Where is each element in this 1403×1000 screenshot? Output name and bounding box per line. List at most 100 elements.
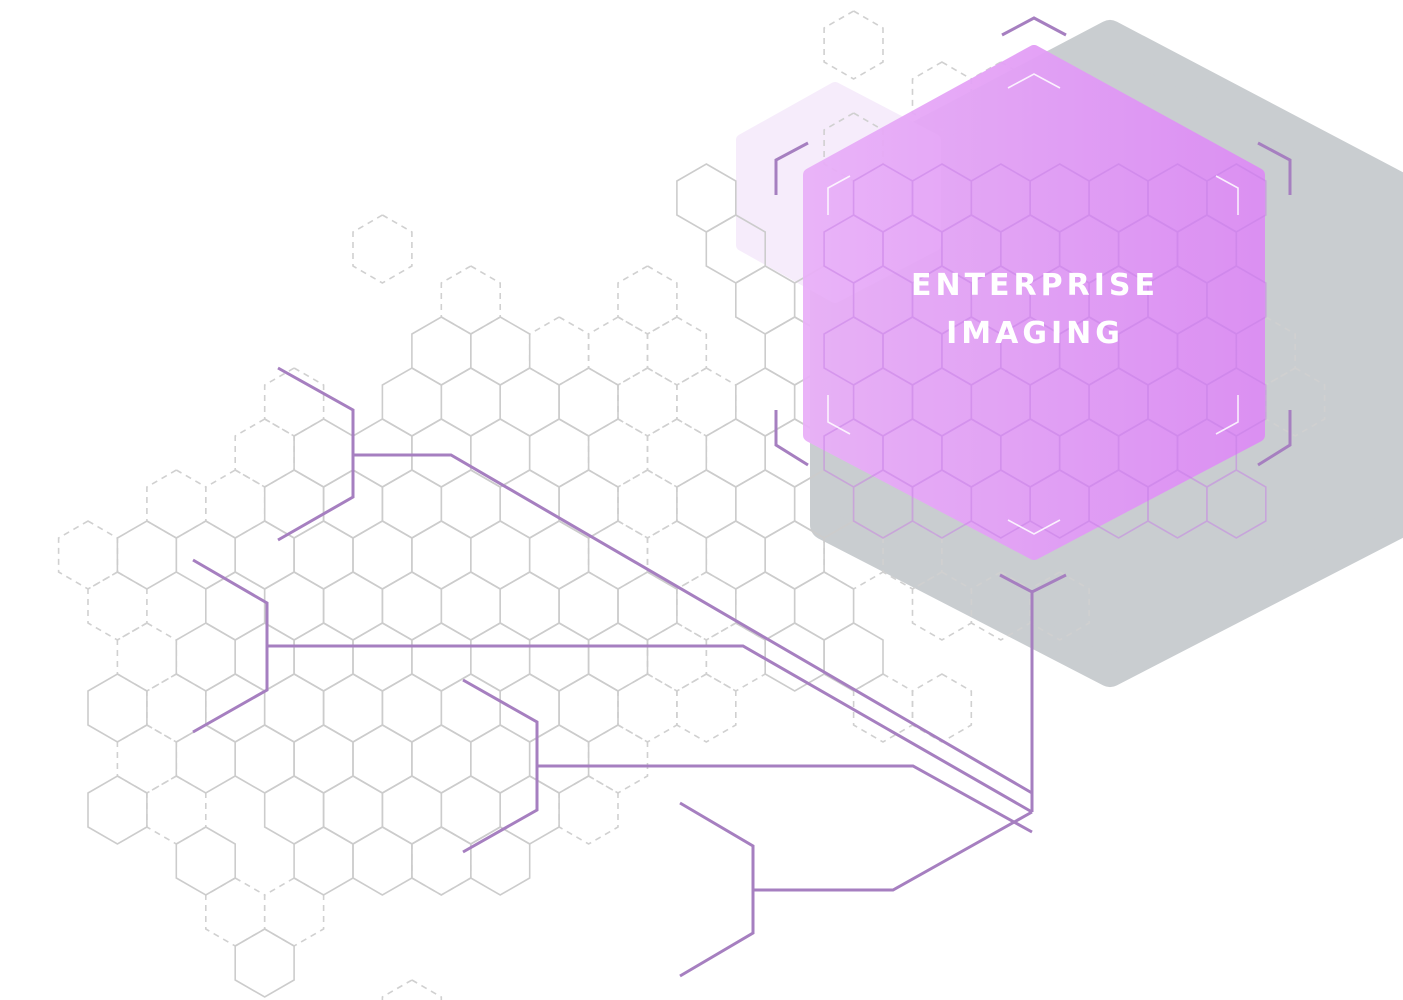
lattice-hexagon: [293, 724, 354, 794]
lattice-hexagon: [676, 571, 737, 641]
lattice-hexagon: [823, 622, 884, 692]
lattice-hexagon: [558, 367, 619, 437]
lattice-hexagon: [411, 826, 472, 896]
circuit-bracket-4: [679, 801, 755, 978]
circuit-cap: [999, 573, 1067, 594]
lattice-hexagon: [469, 520, 531, 590]
lattice-hexagon: [352, 418, 413, 488]
lattice-hexagon: [116, 724, 178, 794]
lattice-hexagon: [646, 316, 708, 386]
lattice-hexagon: [381, 979, 443, 1000]
lattice-hexagon: [528, 418, 590, 488]
circuit-lines: [192, 366, 1067, 978]
lattice-hexagon: [146, 673, 207, 743]
lattice-hexagon: [263, 775, 325, 845]
lattice-hexagon: [676, 673, 737, 743]
lattice-hexagon: [293, 622, 354, 692]
lattice-hexagon: [293, 826, 354, 896]
lattice-hexagon: [734, 367, 796, 437]
circuit-trace-4: [753, 810, 1033, 892]
lattice-hexagon: [322, 775, 384, 845]
lattice-hexagon: [381, 673, 443, 743]
lattice-hexagon: [676, 163, 737, 233]
lattice-hexagon: [558, 469, 619, 539]
lattice-hexagon: [499, 775, 560, 845]
lattice-hexagon: [381, 775, 443, 845]
circuit-bracket-1: [277, 366, 355, 542]
lattice-hexagon: [234, 928, 295, 998]
lattice-hexagon: [352, 724, 413, 794]
lattice-hexagon: [263, 673, 325, 743]
lattice-hexagon: [587, 316, 649, 386]
circuit-trace-3: [537, 764, 1033, 834]
lattice-hexagon: [57, 520, 119, 590]
lattice-hexagon: [234, 418, 295, 488]
lattice-hexagon: [205, 469, 266, 539]
lattice-hexagon: [440, 367, 502, 437]
lattice-hexagon: [87, 673, 148, 743]
lattice-hexagon: [734, 469, 796, 539]
lattice-hexagon: [411, 826, 472, 896]
lattice-hexagon: [587, 418, 649, 488]
lattice-hexagon: [87, 571, 148, 641]
lattice-hexagon: [646, 520, 708, 590]
lattice-hexagon: [469, 418, 531, 488]
lattice-hexagon: [646, 418, 708, 488]
lattice-hexagon: [646, 622, 708, 692]
lattice-hexagon: [469, 622, 531, 692]
lattice-hexagon: [411, 622, 472, 692]
lattice-hexagon: [440, 775, 502, 845]
lattice-hexagon: [469, 724, 531, 794]
lattice-hexagon: [322, 673, 384, 743]
lattice-hexagon: [322, 571, 384, 641]
inner-lattice: [823, 163, 1267, 539]
lattice-hexagon: [911, 571, 973, 641]
lattice-hexagon: [234, 520, 295, 590]
circuit-trace-2: [267, 644, 1033, 814]
lattice-hexagon: [352, 826, 413, 896]
lattice-hexagon: [205, 571, 266, 641]
lattice-hexagon: [352, 214, 413, 284]
lattice-hexagon: [499, 469, 560, 539]
lattice-hexagon: [352, 520, 413, 590]
lattice-hexagon: [911, 673, 973, 743]
lattice-hexagon: [411, 520, 472, 590]
lattice-hexagon: [676, 367, 737, 437]
lattice-hexagon: [146, 469, 207, 539]
lattice-hexagon: [617, 265, 678, 335]
lattice-hexagon: [528, 316, 590, 386]
lattice-hexagon: [263, 877, 325, 947]
lattice-hexagon: [617, 673, 678, 743]
lattice-hexagon: [499, 367, 560, 437]
lattice-hexagon: [263, 469, 325, 539]
lattice-hexagon: [411, 316, 472, 386]
lattice-hexagon: [352, 622, 413, 692]
lattice-hexagon: [175, 724, 236, 794]
lattice-hexagon: [440, 571, 502, 641]
title-label: ENTERPRISE IMAGING: [880, 262, 1190, 358]
lattice-hexagon: [823, 10, 884, 80]
title-line-1: ENTERPRISE: [910, 268, 1159, 303]
lattice-hexagon: [469, 826, 531, 896]
lattice-hexagon: [234, 622, 295, 692]
title-line-2: IMAGING: [946, 316, 1124, 351]
lattice-hexagon: [587, 520, 649, 590]
lattice-hexagon: [411, 724, 472, 794]
lattice-hexagon: [116, 622, 178, 692]
lattice-hexagon: [175, 622, 236, 692]
lattice-hexagon: [381, 571, 443, 641]
lattice-hexagon: [263, 571, 325, 641]
lattice-hexagon: [381, 469, 443, 539]
lattice-hexagon: [558, 571, 619, 641]
primary-hexagon: [803, 45, 1265, 560]
lattice-hexagon: [764, 622, 825, 692]
lattice-hexagon: [1206, 469, 1267, 539]
lattice-hexagon: [146, 775, 207, 845]
lattice-hexagon: [617, 367, 678, 437]
lattice-hexagon: [734, 571, 796, 641]
lattice-hexagon: [381, 367, 443, 437]
lattice-hexagon: [293, 520, 354, 590]
lattice-hexagon: [558, 673, 619, 743]
outer-brackets: [774, 16, 1292, 467]
